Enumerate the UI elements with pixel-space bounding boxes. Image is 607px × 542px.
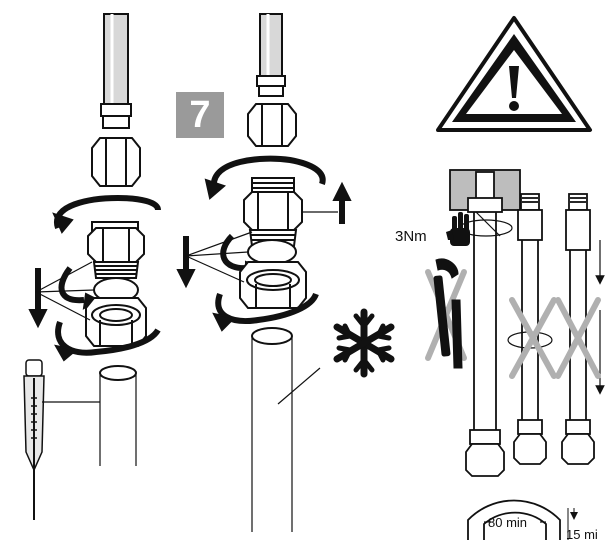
step-number-badge: 7 xyxy=(176,92,224,138)
torque-label: 3Nm xyxy=(395,228,427,245)
warning-triangle-icon xyxy=(436,16,592,132)
hand-icon xyxy=(446,212,470,246)
middle-hose-assembly xyxy=(176,13,352,532)
bend-radius-label: 80 min xyxy=(488,515,528,530)
left-hose-assembly xyxy=(28,13,161,466)
snowflake-icon xyxy=(333,308,395,378)
clearance-label: 15 mi xyxy=(566,527,598,542)
wrench-icon xyxy=(433,258,463,369)
thermometer-icon xyxy=(23,359,100,520)
bend-radius-diagram xyxy=(467,499,578,540)
